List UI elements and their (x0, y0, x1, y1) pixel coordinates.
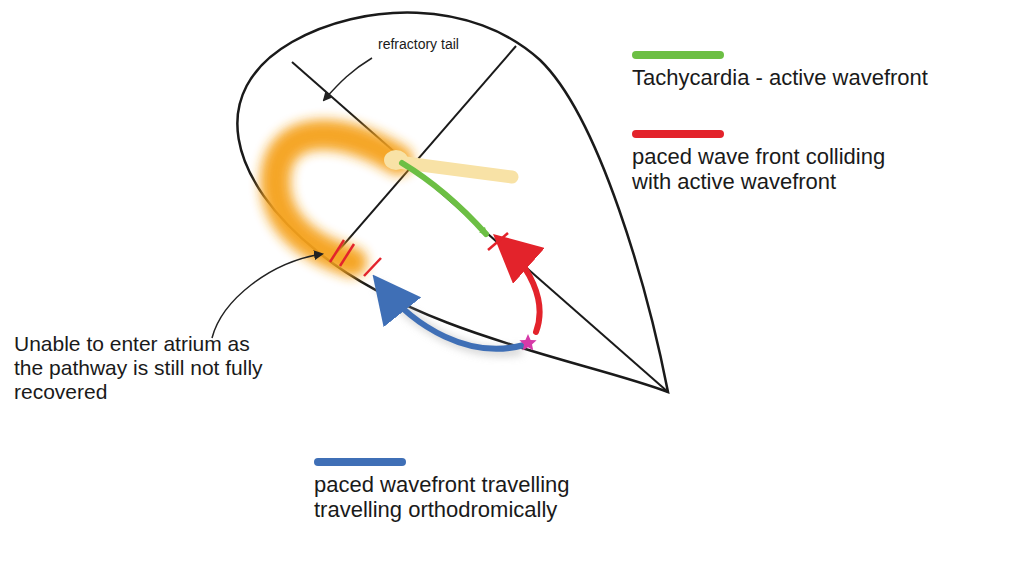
leader-line (324, 58, 372, 100)
block-mark (364, 258, 381, 276)
legend-text: Tachycardia - active wavefront (632, 65, 1012, 90)
collision-mark (488, 233, 508, 250)
colliding-wavefront (502, 242, 540, 332)
orthodromic-wavefront (380, 284, 524, 349)
block-mark (330, 240, 344, 262)
pacing-site-star (519, 334, 536, 351)
heart-outline (237, 13, 668, 392)
refractory-tail (275, 135, 398, 262)
legend-swatch (314, 458, 406, 466)
legend-swatch (632, 51, 724, 59)
legend-text: paced wave front colliding with active w… (632, 144, 922, 195)
septum-line (292, 62, 668, 392)
legend-swatch (632, 130, 724, 138)
tachycardia-wavefront (402, 163, 486, 234)
block-mark (340, 244, 354, 266)
annotation-note: Unable to enter atrium as the pathway is… (14, 332, 276, 404)
annotation-label: refractory tail (378, 36, 518, 52)
legend-text: paced wavefront travelling travelling or… (314, 472, 654, 523)
leader-line (212, 254, 322, 338)
